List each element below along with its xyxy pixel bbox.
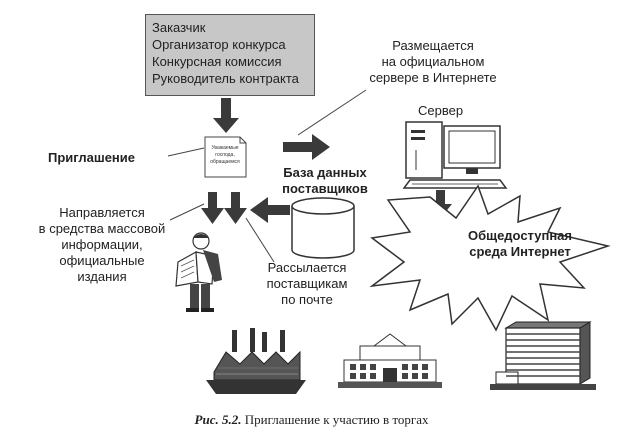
posted-line-2: на официальном: [381, 54, 485, 69]
client-role-customer: Заказчик: [152, 20, 206, 35]
figure-number: Рис. 5.2.: [194, 412, 242, 427]
figure-caption: Рис. 5.2. Приглашение к участию в торгах: [0, 412, 623, 428]
institution-building-icon: [338, 333, 442, 388]
arrow-left-from-database: [250, 197, 290, 223]
posted-line-1: Размещается: [392, 38, 474, 53]
client-role-contract-manager: Руководитель контракта: [152, 71, 299, 86]
document-line-2: господа,: [215, 152, 234, 158]
mailed-line-3: по почте: [281, 292, 333, 307]
mailed-line-2: поставщикам: [266, 276, 348, 291]
server-label: Сервер: [418, 103, 464, 118]
invitation-label: Приглашение: [48, 150, 135, 165]
office-building-icon: [490, 321, 596, 390]
suppliers-db-line-1: База данных: [283, 165, 367, 180]
posted-line-3: сервере в Интернете: [369, 70, 497, 85]
mailed-line-1: Рассылается: [267, 260, 347, 275]
mass-media-line-5: издания: [77, 269, 127, 284]
factory-building-icon: [206, 328, 306, 394]
client-role-organizer: Организатор конкурса: [152, 37, 286, 52]
public-internet-line-2: среда Интернет: [469, 244, 571, 259]
posted-leader-line: [297, 89, 367, 136]
arrow-down-mass-media: [201, 192, 224, 224]
database-cylinder-icon: [291, 197, 355, 259]
mass-media-line-3: информации,: [61, 237, 143, 252]
figure-caption-text: Приглашение к участию в торгах: [244, 412, 429, 427]
client-roles-box: Заказчик Организатор конкурса Конкурсная…: [145, 14, 315, 96]
document-line-1: Уважаемые: [212, 145, 239, 151]
posted-on-server-label: Размещается на официальном сервере в Инт…: [358, 38, 508, 86]
internet-starburst-shape: [369, 184, 611, 332]
suppliers-database-label: База данных поставщиков: [265, 165, 385, 197]
document-line-3: обращаемся: [210, 159, 240, 165]
arrow-down-mail: [224, 192, 247, 224]
public-internet-line-1: Общедоступная: [467, 228, 573, 243]
arrow-right-to-server: [283, 134, 330, 160]
suppliers-db-line-2: поставщиков: [282, 181, 368, 196]
public-internet-label: Общедоступная среда Интернет: [458, 228, 582, 260]
mailed-label: Рассылается поставщикам по почте: [252, 260, 362, 308]
man-reading-newspaper-icon: [175, 232, 222, 312]
client-role-commission: Конкурсная комиссия: [152, 54, 282, 69]
invitation-leader-line: [167, 147, 205, 157]
mass-media-label: Направляется в средства массовой информа…: [28, 205, 176, 285]
mass-media-line-4: официальные: [59, 253, 145, 268]
invitation-document-icon: Уважаемые господа, обращаемся: [204, 136, 247, 178]
mass-media-leader-line: [169, 203, 205, 221]
mail-leader-line: [245, 217, 275, 263]
server-computer-icon: [402, 121, 508, 189]
mass-media-line-2: в средства массовой: [38, 221, 166, 236]
mass-media-line-1: Направляется: [59, 205, 145, 220]
arrow-down-client-to-invitation: [213, 98, 239, 133]
